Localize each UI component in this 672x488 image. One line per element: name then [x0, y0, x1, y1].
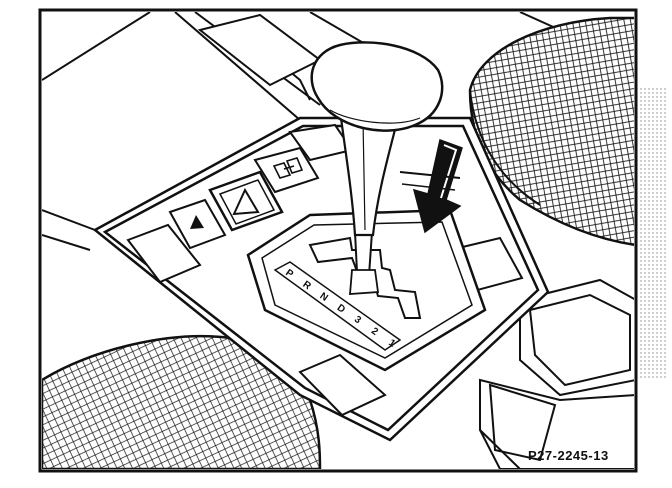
gear-label-1: 1 [386, 337, 397, 349]
figure-reference-code: P27-2245-13 [528, 448, 609, 463]
triangle-button[interactable] [168, 198, 227, 250]
warning-triangle-icon [232, 187, 260, 216]
right-seat-edge [469, 89, 541, 206]
right-lower-console [479, 278, 634, 469]
blank-switch-lower[interactable] [298, 353, 387, 417]
blank-switch-left[interactable] [126, 223, 202, 284]
console-slot-line [399, 171, 461, 179]
gear-label-2: 2 [369, 326, 380, 338]
hazard-button[interactable] [208, 170, 284, 232]
seat-heater-icon [272, 157, 304, 179]
gear-label-3: 3 [352, 314, 363, 326]
shift-gate-plate-inner [261, 221, 473, 359]
seat-heater-button[interactable] [253, 146, 320, 194]
gear-indicator-strip [273, 261, 402, 351]
small-triangle-icon [190, 215, 204, 229]
gear-selector-lever[interactable] [310, 41, 444, 295]
center-console-bezel [102, 124, 540, 432]
shift-knob[interactable] [310, 41, 444, 132]
console-slot-line-2 [401, 183, 456, 191]
arrow-down-icon [412, 139, 463, 234]
